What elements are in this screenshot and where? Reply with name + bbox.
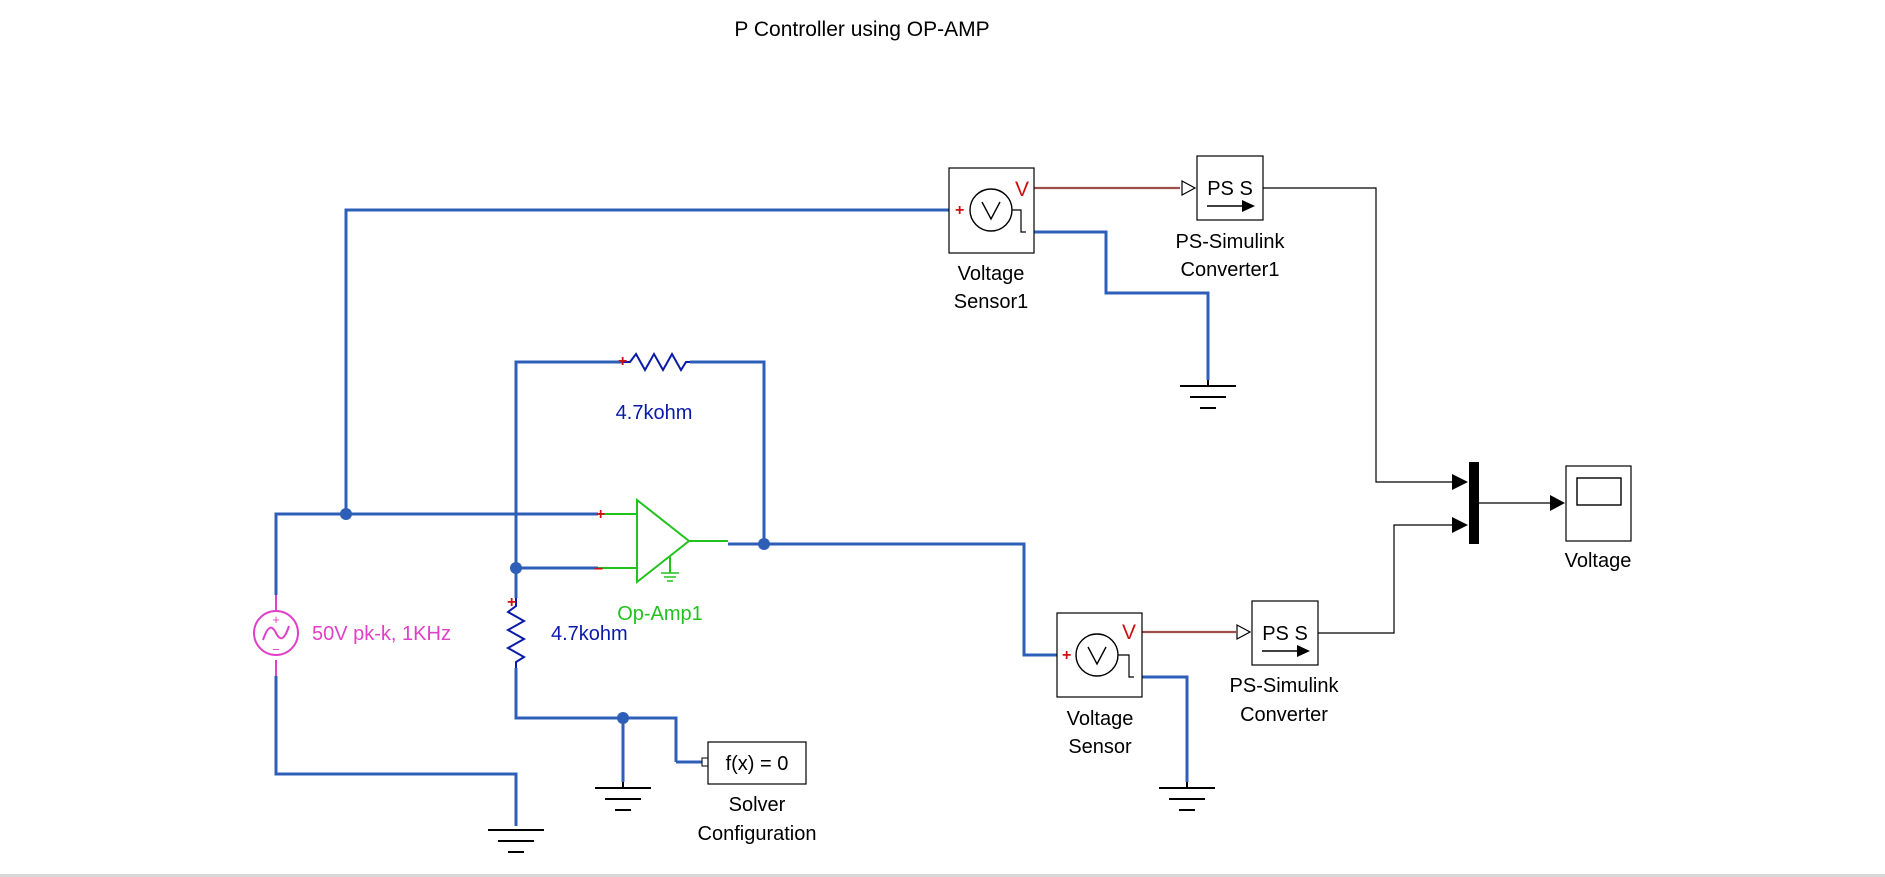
sensor-label-line2: Sensor (1068, 736, 1132, 758)
arrow-icon (1452, 474, 1468, 490)
port-plus-marker: + (618, 353, 627, 370)
wire-output[interactable] (728, 542, 1066, 657)
wire-source-plus[interactable] (274, 512, 598, 595)
resistor-feedback-label: 4.7kohm (616, 402, 693, 424)
arrow-icon (1550, 495, 1565, 511)
source-label: 50V pk-k, 1KHz (312, 623, 451, 645)
converter-label-line2: Converter (1240, 704, 1328, 726)
converter1-label-line1: PS-Simulink (1176, 231, 1286, 253)
port-plus-marker: + (507, 594, 516, 611)
scope-block[interactable]: Voltage (1565, 465, 1632, 572)
solver-port (701, 757, 709, 767)
junction-dot (340, 508, 352, 520)
converter1-label-line2: Converter1 (1181, 259, 1280, 281)
scope-icon (1576, 477, 1622, 506)
junction-dot (510, 562, 522, 574)
wire-feedback-left[interactable] (514, 360, 622, 568)
sine-source-icon: + − (253, 595, 299, 676)
wire-sensor-ground[interactable] (1134, 675, 1189, 782)
sensor1-label-line2: Sensor1 (954, 291, 1029, 313)
ground-icon (1180, 385, 1236, 409)
voltmeter-icon (1075, 633, 1134, 678)
solver-label-line1: Solver (729, 794, 786, 816)
ground-sensor1[interactable] (1180, 380, 1236, 409)
junctions (340, 508, 770, 724)
resistor-icon (622, 351, 690, 373)
wire-sensor1-ground[interactable] (1026, 230, 1210, 380)
wire-source-ground[interactable] (274, 676, 518, 826)
resistor-input-block[interactable]: + 4.7kohm (505, 594, 628, 668)
ground-icon (1159, 787, 1215, 811)
ground-source[interactable] (488, 829, 544, 853)
arrow-icon (1452, 517, 1468, 533)
junction-dot (758, 538, 770, 550)
solver-text: f(x) = 0 (726, 753, 789, 775)
ps-port-arrow (1181, 179, 1197, 197)
solver-label-line2: Configuration (698, 823, 817, 845)
signal-lines (1263, 187, 1565, 634)
diagram-title: P Controller using OP-AMP (734, 18, 989, 41)
sensor1-label-line1: Voltage (958, 263, 1025, 285)
signal-converter-to-mux[interactable] (1318, 524, 1452, 634)
junction-dot (617, 712, 629, 724)
canvas-bottom-border (0, 874, 1885, 877)
opamp-icon (598, 497, 728, 585)
opamp-minus-marker: − (594, 561, 603, 578)
opamp-label: Op-Amp1 (617, 603, 703, 625)
svg-text:+: + (272, 612, 280, 627)
sine-source-block[interactable]: + − 50V pk-k, 1KHz (253, 595, 451, 676)
ps-simulink-converter1-block[interactable]: PS S PS-Simulink Converter1 (1176, 155, 1286, 281)
ground-sensor[interactable] (1159, 782, 1215, 811)
port-plus-marker: + (955, 202, 964, 219)
opamp-plus-marker: + (596, 506, 605, 523)
ground-mid[interactable] (595, 782, 651, 811)
ground-icon (595, 787, 651, 811)
port-plus-marker: + (1062, 647, 1071, 664)
ground-icon (488, 829, 544, 853)
sensor-v-port: V (1015, 178, 1029, 201)
converter-text: PS S (1262, 623, 1308, 645)
sensor-v-port: V (1122, 621, 1136, 644)
solver-configuration-block[interactable]: f(x) = 0 Solver Configuration (676, 741, 817, 845)
converter1-text: PS S (1207, 178, 1253, 200)
signal-converter1-to-mux[interactable] (1263, 187, 1452, 483)
sensor-label-line1: Voltage (1067, 708, 1134, 730)
voltmeter-icon (969, 188, 1026, 233)
ps-simulink-converter-block[interactable]: PS S PS-Simulink Converter (1230, 600, 1340, 726)
voltage-sensor1-block[interactable]: V + Voltage Sensor1 (948, 167, 1035, 313)
ps-port-arrow (1236, 623, 1252, 641)
mux-icon (1469, 462, 1479, 544)
physical-wires (274, 208, 1210, 826)
opamp-block[interactable]: + − Op-Amp1 (594, 497, 728, 625)
voltage-sensor-block[interactable]: V + Voltage Sensor (1056, 612, 1143, 758)
converter-label-line1: PS-Simulink (1230, 675, 1340, 697)
scope-label: Voltage (1565, 550, 1632, 572)
svg-text:−: − (272, 642, 280, 657)
physical-signal-lines (1034, 179, 1252, 641)
resistor-feedback-block[interactable]: + 4.7kohm (616, 351, 693, 424)
wire-to-sensor1[interactable] (344, 208, 955, 514)
mux-block[interactable] (1469, 462, 1479, 544)
wire-feedback-right[interactable] (690, 360, 766, 544)
resistor-icon (505, 598, 527, 668)
resistor-input-label: 4.7kohm (551, 623, 628, 645)
wire-resistor-bottom[interactable] (514, 668, 678, 762)
